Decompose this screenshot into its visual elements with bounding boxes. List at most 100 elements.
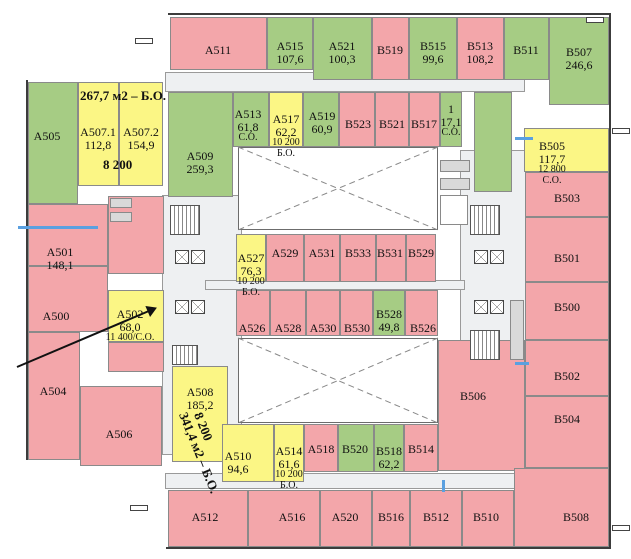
room-B513[interactable] <box>457 17 504 80</box>
room-B502[interactable] <box>525 340 609 396</box>
room-extra: С.О. <box>542 174 562 186</box>
room-A515[interactable] <box>267 17 313 70</box>
room-area: 61,8 <box>237 119 259 134</box>
room-B505[interactable] <box>524 128 609 172</box>
room-label-A500: A500 <box>26 310 86 323</box>
utility-east-3 <box>440 195 468 225</box>
tag-ne <box>586 17 604 23</box>
utility-west-1 <box>110 198 132 208</box>
room-extra: Б.О. <box>280 479 298 491</box>
room-B504[interactable] <box>525 396 609 468</box>
room-B1[interactable] <box>440 92 462 147</box>
room-A521[interactable] <box>313 17 372 80</box>
room-A512[interactable] <box>168 490 248 547</box>
room-area: 68,0 <box>119 319 141 334</box>
room-label-A518: A518 <box>291 443 351 456</box>
room-label: A510 <box>224 449 252 463</box>
room-label: B514 <box>407 442 434 456</box>
room-A501[interactable] <box>28 204 108 266</box>
room-A517[interactable] <box>269 92 303 147</box>
room-B519[interactable] <box>372 17 409 80</box>
room-B515[interactable] <box>409 17 457 80</box>
room-label: A504 <box>39 384 67 398</box>
room-A507.2[interactable] <box>119 82 163 186</box>
room-B526[interactable] <box>405 290 438 336</box>
room-label-A511: A511 <box>188 44 248 57</box>
room-A508[interactable] <box>172 366 228 462</box>
room-label: A530 <box>309 321 337 335</box>
room-A520[interactable] <box>320 490 372 547</box>
room-A519[interactable] <box>303 92 339 147</box>
room-label: A502 <box>116 307 144 321</box>
room-label: B512 <box>422 510 449 524</box>
room-A505[interactable] <box>28 82 78 204</box>
room-label-A530: A530 <box>293 322 353 335</box>
room-A507.1[interactable] <box>78 82 119 186</box>
room-label-B516: B516 <box>361 511 421 524</box>
room-label: A516 <box>278 510 306 524</box>
room-label: A501 <box>46 245 74 259</box>
room-B516[interactable] <box>372 490 410 547</box>
room-A530[interactable] <box>306 290 340 336</box>
room-A506[interactable] <box>80 386 162 466</box>
room-A513[interactable] <box>233 92 269 147</box>
room-B533[interactable] <box>340 234 376 282</box>
room-A518[interactable] <box>304 424 338 472</box>
room-B508[interactable] <box>514 468 609 547</box>
room-B507[interactable] <box>549 17 609 105</box>
room-A509[interactable] <box>168 92 233 197</box>
room-label: B526 <box>409 321 436 335</box>
room-A511[interactable] <box>170 17 267 70</box>
room-area: 112,8 <box>84 137 112 152</box>
room-B531[interactable] <box>376 234 406 282</box>
room-A510[interactable] <box>222 424 274 482</box>
room-A504[interactable] <box>28 332 80 460</box>
room-B500[interactable] <box>525 282 609 340</box>
room-A531[interactable] <box>304 234 340 282</box>
room-area: 94,6 <box>227 461 249 476</box>
room-area: 76,3 <box>240 263 262 278</box>
room-B517[interactable] <box>409 92 440 147</box>
room-B511[interactable] <box>504 17 549 80</box>
room-west-small <box>108 196 164 274</box>
room-A527[interactable] <box>236 234 266 282</box>
room-area: 117,7 <box>538 151 566 166</box>
outer-wall-bottom <box>166 547 611 549</box>
room-B529[interactable] <box>406 234 436 282</box>
room-label: B530 <box>343 321 370 335</box>
room-B506[interactable] <box>438 340 525 471</box>
room-B514[interactable] <box>404 424 438 472</box>
room-A526[interactable] <box>236 290 270 336</box>
room-label: A508 <box>186 385 214 399</box>
room-label-B501: B501 <box>537 252 597 265</box>
room-label-A520: A520 <box>315 511 375 524</box>
room-label: B501 <box>553 251 580 265</box>
room-B530[interactable] <box>340 290 373 336</box>
room-B521[interactable] <box>375 92 409 147</box>
room-A528[interactable] <box>270 290 306 336</box>
room-B520[interactable] <box>338 424 374 472</box>
room-label: B510 <box>472 510 499 524</box>
room-A516[interactable] <box>248 490 320 547</box>
room-A500[interactable] <box>28 266 108 332</box>
room-A529[interactable] <box>266 234 304 282</box>
stair-southeast <box>470 330 500 360</box>
room-B510[interactable] <box>462 490 514 547</box>
room-B512[interactable] <box>410 490 462 547</box>
room-B503[interactable] <box>525 172 609 217</box>
north-block-note: 267,7 м2 – Б.О. <box>80 88 167 103</box>
room-label: B505 <box>538 139 565 153</box>
room-price: С.О. <box>441 127 461 139</box>
room-B501[interactable] <box>525 217 609 282</box>
room-label: B523 <box>344 117 371 131</box>
lift-east-4 <box>490 300 504 314</box>
room-B528[interactable] <box>373 290 405 336</box>
room-A514[interactable] <box>274 424 304 482</box>
utility-west-2 <box>110 212 132 222</box>
room-B518[interactable] <box>374 424 404 472</box>
room-label: A513 <box>234 107 262 121</box>
room-area: 62,2 <box>275 124 297 139</box>
room-B523[interactable] <box>339 92 375 147</box>
room-label-B529: B529 <box>391 247 451 260</box>
